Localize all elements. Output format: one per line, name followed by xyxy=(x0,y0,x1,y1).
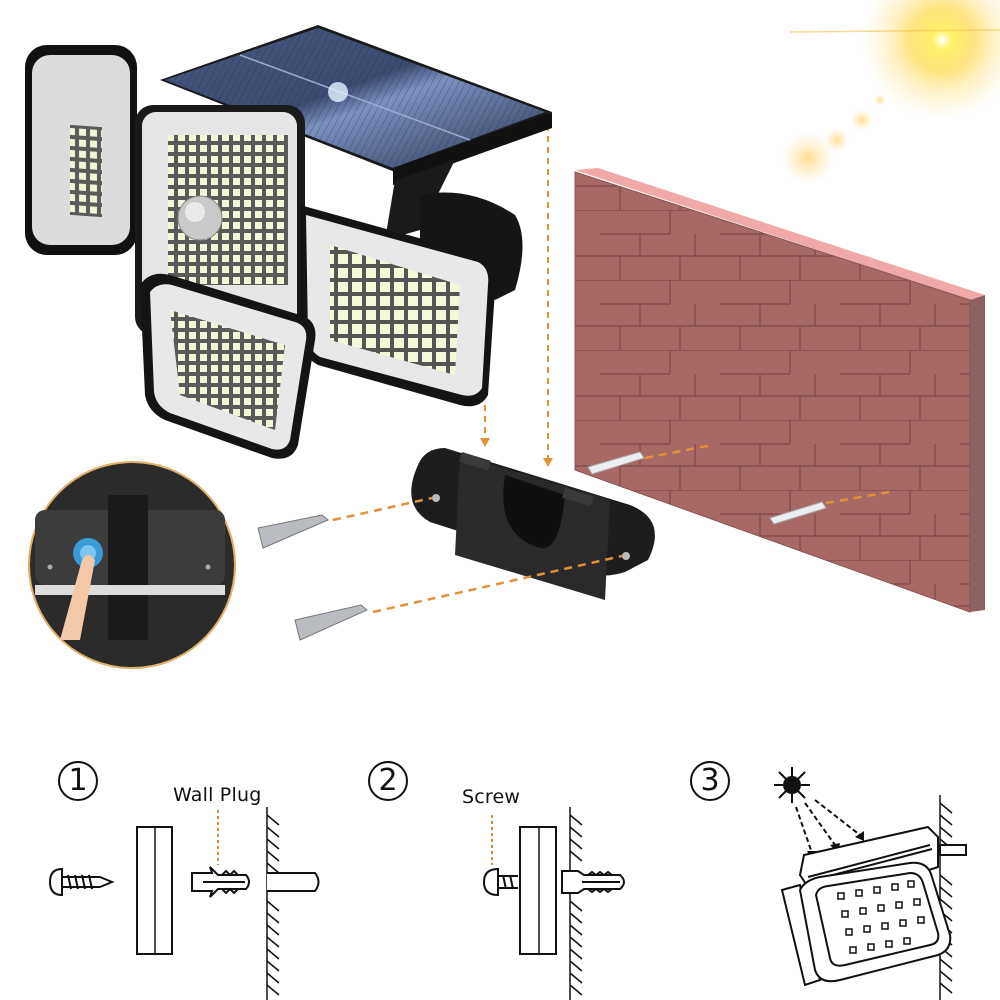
product-illustration xyxy=(25,0,1000,669)
led-head-left xyxy=(25,45,137,255)
sunlight-rays xyxy=(795,799,861,854)
step-3-number: 3 xyxy=(690,761,730,801)
step-1-number: 1 xyxy=(58,761,98,801)
wall-hatch xyxy=(266,807,280,1000)
solar-lamp-icon xyxy=(780,825,952,987)
step-2-diagram xyxy=(482,807,625,1000)
bracket-plate xyxy=(519,826,557,955)
led-dots xyxy=(837,880,925,954)
wall-plug-icon xyxy=(191,866,250,898)
mount-arm xyxy=(420,192,523,300)
step-3-diagram xyxy=(774,767,967,1000)
sun-icon xyxy=(774,767,810,803)
wall-plug-label: Wall Plug xyxy=(173,784,262,806)
screw-icon xyxy=(48,867,115,897)
finger-icon xyxy=(60,555,95,640)
wall-hatch xyxy=(569,807,583,1000)
wall-plug-icon xyxy=(561,870,625,894)
mounting-bracket[interactable] xyxy=(411,448,655,600)
drilled-hole xyxy=(267,872,320,892)
screw-label: Screw xyxy=(462,786,521,808)
screw-icon xyxy=(482,867,518,897)
led-head-bottom xyxy=(140,273,316,459)
wall-plug-icon xyxy=(587,451,827,525)
step-2-number: 2 xyxy=(368,761,408,801)
power-button-callout xyxy=(28,461,236,669)
step-1-diagram xyxy=(48,807,320,1000)
wall-hatch xyxy=(939,795,953,1000)
screw-icon xyxy=(257,514,368,641)
solar-panel xyxy=(160,25,552,240)
brick-wall xyxy=(574,168,985,613)
led-head-right xyxy=(300,205,496,407)
sun-icon xyxy=(782,0,1000,184)
